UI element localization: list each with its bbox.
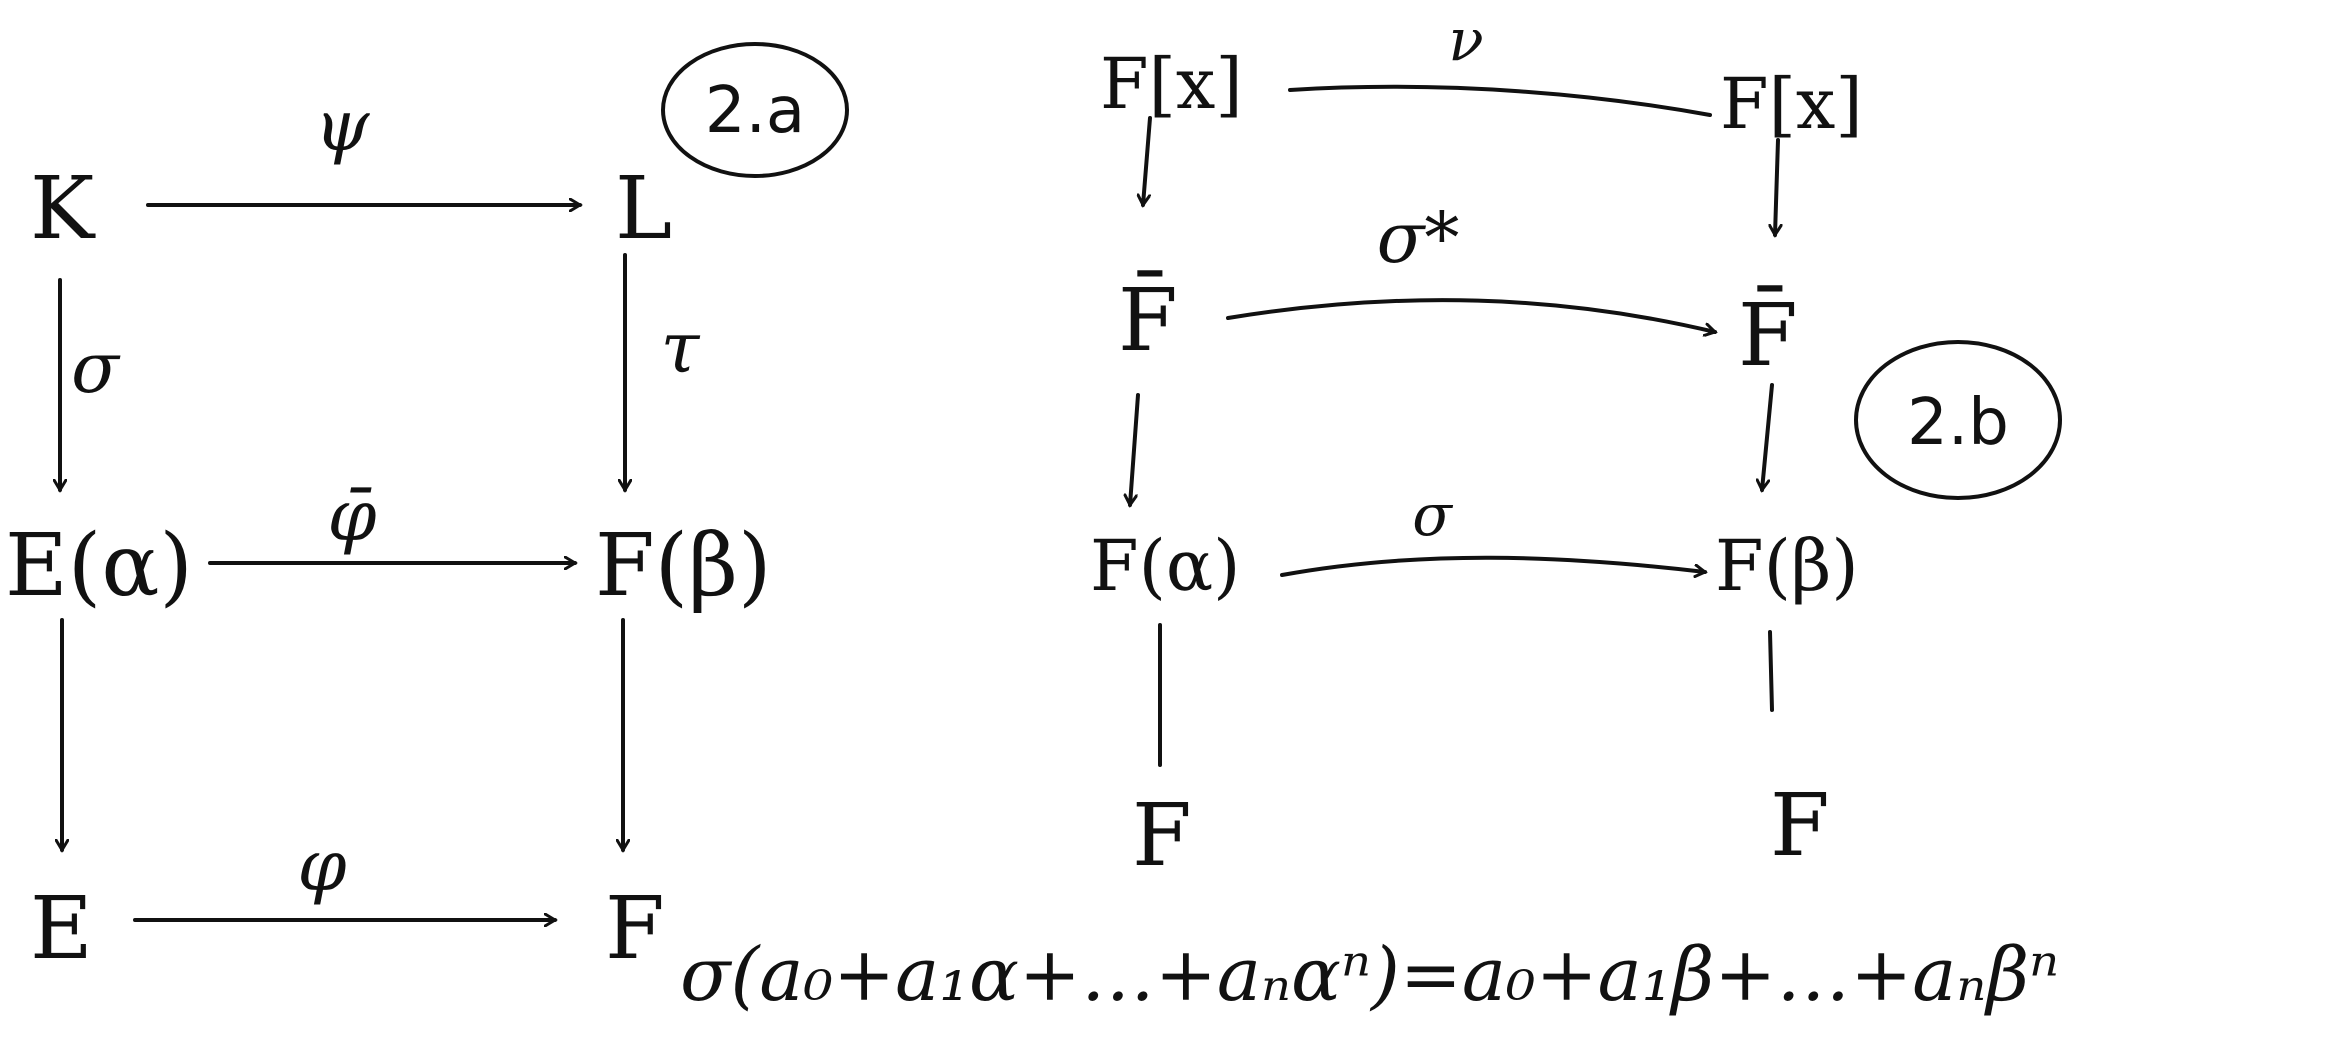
node-F-left: F xyxy=(1132,786,1192,886)
diagram-b-tag: 2.b xyxy=(1854,340,2062,500)
label-phi-bar: φ̄ xyxy=(327,475,376,557)
node-K: K xyxy=(30,159,96,259)
node-E-alpha: E(α) xyxy=(5,516,193,616)
diagram-a-tag-label: 2.a xyxy=(705,74,805,148)
arrow-Fx-to-Fbar-right xyxy=(1775,138,1778,235)
node-E: E xyxy=(30,879,93,979)
diagram-a-tag: 2.a xyxy=(661,42,849,178)
label-sigma: σ xyxy=(71,327,121,409)
arrow-Fbar-to-F-beta xyxy=(1762,383,1774,490)
label-sigma-star: σ* xyxy=(1377,197,1460,279)
node-Fbar-left: F̄ xyxy=(1118,269,1178,371)
label-tau: τ xyxy=(661,307,701,389)
node-L: L xyxy=(615,159,672,259)
node-F-right: F xyxy=(1770,776,1830,876)
node-Fx-right: F[x] xyxy=(1720,63,1863,145)
arrow-Fx-to-Fbar-left xyxy=(1143,116,1152,205)
line-Fx-to-Fx xyxy=(1288,84,1712,117)
formula: σ(a₀+a₁α+…+aₙαⁿ)=a₀+a₁β+…+aₙβⁿ xyxy=(680,932,2059,1018)
label-sigma-b: σ xyxy=(1412,481,1453,549)
node-Fx-left: F[x] xyxy=(1100,43,1243,125)
node-F-alpha: F(α) xyxy=(1090,525,1240,607)
diagram-b: 2.b F[x] F[x] F̄ F̄ F(α) F(β) F F ν σ* σ xyxy=(1090,6,2062,886)
node-F-beta-b: F(β) xyxy=(1715,525,1859,607)
node-F-beta: F(β) xyxy=(595,516,772,616)
node-Fbar-right: F̄ xyxy=(1738,284,1798,386)
diagram-a: 2.a K L E(α) F(β) E F ψ σ τ φ̄ φ xyxy=(5,42,849,979)
arrow-Fbar-to-Fbar xyxy=(1226,298,1715,332)
label-psi: ψ xyxy=(315,85,371,167)
line-F-beta-to-F xyxy=(1768,630,1774,712)
arrow-F-alpha-to-F-beta xyxy=(1280,555,1705,575)
diagram-b-tag-label: 2.b xyxy=(1907,386,2009,460)
label-nu: ν xyxy=(1448,6,1483,74)
arrow-Fbar-to-F-alpha xyxy=(1130,393,1140,505)
node-F: F xyxy=(605,879,665,979)
label-phi: φ xyxy=(297,825,346,907)
